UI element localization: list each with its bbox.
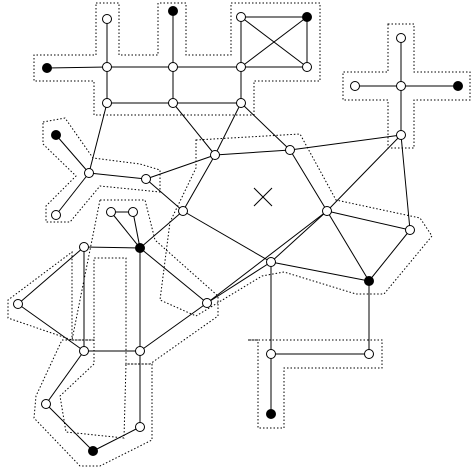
nodes: [13, 6, 463, 456]
graph-edge: [206, 210, 328, 304]
graph-edge: [240, 16, 308, 68]
dotted-region: [33, 339, 153, 467]
dotted-region: [33, 2, 321, 116]
filled-node: [302, 12, 312, 22]
graph-edge: [240, 102, 291, 151]
filled-node: [168, 6, 178, 16]
graph-edge: [45, 350, 85, 405]
open-node: [102, 14, 112, 24]
open-node: [405, 225, 415, 235]
open-node: [141, 174, 151, 184]
open-node: [322, 206, 332, 216]
open-node: [168, 62, 178, 72]
open-node: [236, 62, 246, 72]
graph-edge: [326, 210, 370, 282]
filled-node: [266, 409, 276, 419]
filled-node: [453, 81, 463, 91]
open-node: [13, 299, 23, 309]
open-node: [266, 257, 276, 267]
graph-edge: [182, 210, 272, 263]
graph-edge: [214, 149, 291, 156]
open-node: [51, 210, 61, 220]
graph-edge: [368, 229, 411, 282]
filled-node: [42, 63, 52, 73]
open-node: [41, 399, 51, 409]
filled-node: [51, 130, 61, 140]
open-node: [285, 145, 295, 155]
graph-edge: [88, 172, 147, 180]
open-node: [266, 349, 276, 359]
x-cross-icon: [253, 187, 273, 207]
filled-node: [88, 446, 98, 456]
open-node: [128, 207, 138, 217]
graph-edge: [326, 210, 411, 231]
graph-edge: [172, 102, 216, 156]
graph-edge: [139, 247, 208, 304]
graph-edge: [139, 210, 184, 249]
open-node: [364, 349, 374, 359]
graph-edge: [326, 134, 402, 212]
open-node: [396, 130, 406, 140]
open-node: [236, 98, 246, 108]
open-node: [79, 242, 89, 252]
dotted-region: [159, 133, 433, 317]
graph-edge: [17, 246, 85, 305]
open-node: [135, 422, 145, 432]
open-node: [396, 33, 406, 43]
graph-edge: [83, 246, 141, 249]
graph-edge: [92, 426, 141, 452]
open-node: [396, 81, 406, 91]
open-node: [236, 12, 246, 22]
graph-edge: [45, 403, 94, 452]
dotted-region: [7, 199, 219, 365]
open-node: [178, 206, 188, 216]
open-node: [84, 168, 94, 178]
filled-node: [364, 276, 374, 286]
dotted-region: [342, 23, 471, 149]
open-node: [79, 346, 89, 356]
graph-edge: [139, 302, 208, 352]
open-node: [102, 62, 112, 72]
graph-edge: [46, 66, 108, 69]
graph-edge: [270, 261, 370, 282]
graph-edge: [132, 211, 141, 249]
open-node: [102, 98, 112, 108]
graph-edge: [289, 149, 328, 212]
graph-edge: [110, 211, 141, 249]
open-node: [302, 62, 312, 72]
graph-edge: [88, 102, 108, 174]
open-node: [210, 150, 220, 160]
graph-edge: [400, 134, 411, 231]
graph-edge: [214, 102, 242, 156]
open-node: [106, 207, 116, 217]
open-node: [168, 98, 178, 108]
filled-node: [135, 243, 145, 253]
graph-edge: [145, 154, 216, 180]
graph-edge: [145, 178, 184, 212]
x-cross-stroke: [253, 187, 273, 207]
graph-edge: [206, 261, 272, 304]
open-node: [135, 346, 145, 356]
edges: [17, 11, 458, 452]
open-node: [350, 81, 360, 91]
graph-edge: [55, 172, 90, 216]
graph-edge: [17, 303, 85, 352]
graph-edge: [289, 134, 402, 151]
graph-edge: [270, 210, 328, 263]
graph-edge: [182, 154, 216, 212]
graph-edge: [55, 134, 90, 174]
open-node: [202, 298, 212, 308]
